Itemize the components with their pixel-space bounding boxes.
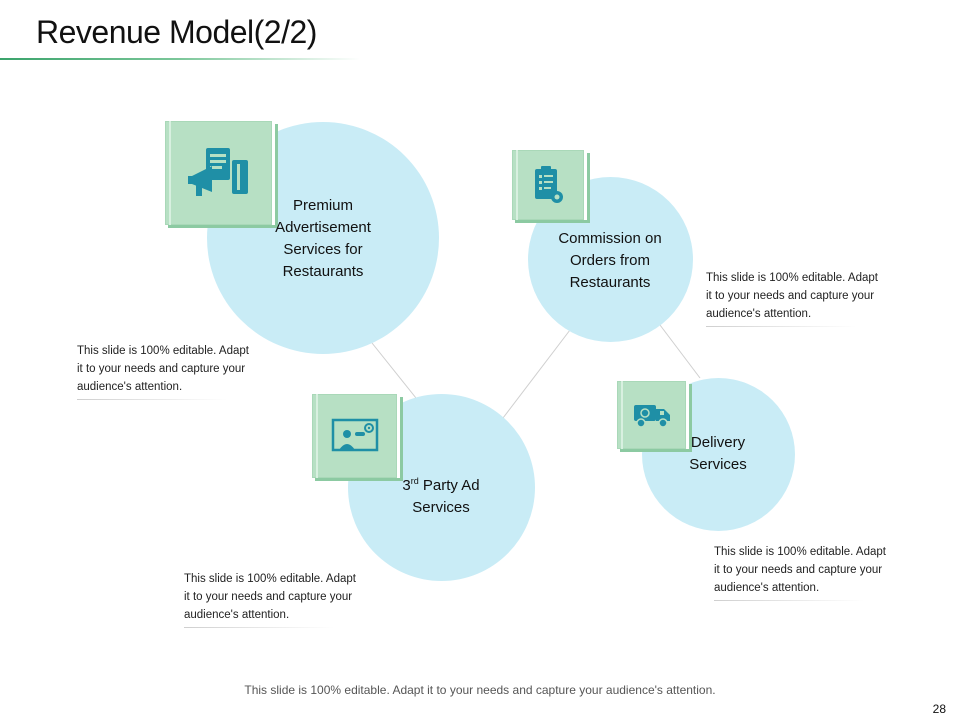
note-commission: This slide is 100% editable. Adapt it to… [706, 269, 891, 327]
note-line: audience's attention. [706, 308, 812, 320]
note-line: This slide is 100% editable. Adapt [714, 546, 886, 558]
connector-line-2 [502, 329, 571, 419]
label-line: Restaurants [282, 263, 364, 280]
icon-box-advertisement [165, 121, 275, 225]
advertisement-icon [187, 148, 248, 196]
label-delivery: Delivery Services [668, 432, 768, 476]
icon-box-commission [512, 150, 587, 220]
label-premium-advertisement: Premium Advertisement Services for Resta… [248, 195, 398, 283]
note-line: audience's attention. [184, 609, 290, 621]
label-line: Services for [283, 241, 363, 258]
note-line: This slide is 100% editable. Adapt [77, 345, 249, 357]
label-commission: Commission on Orders from Restaurants [540, 228, 680, 294]
label-superscript: rd [410, 476, 419, 486]
note-line: it to your needs and capture your [184, 591, 353, 603]
label-line: Services [689, 456, 747, 473]
note-line: This slide is 100% editable. Adapt [184, 573, 356, 585]
note-line: it to your needs and capture your [714, 564, 883, 576]
page-number: 28 [932, 702, 946, 716]
title-underline [0, 58, 360, 60]
label-number: 3 [402, 477, 411, 494]
note-line: it to your needs and capture your [706, 290, 875, 302]
label-line: Restaurants [569, 274, 651, 291]
label-line: Orders from [569, 252, 650, 269]
note-line: audience's attention. [714, 582, 820, 594]
connector-line-1 [371, 342, 417, 399]
label-line: Commission on [558, 230, 662, 247]
note-line: it to your needs and capture your [77, 363, 246, 375]
note-line: This slide is 100% editable. Adapt [706, 272, 878, 284]
note-delivery: This slide is 100% editable. Adapt it to… [714, 543, 899, 601]
label-text: Party Ad [418, 477, 480, 494]
label-third-party-ad: 3rd Party Ad Services [366, 470, 516, 519]
delivery-truck-icon [633, 405, 670, 428]
presentation-icon [331, 418, 378, 452]
icon-box-delivery [617, 381, 689, 449]
footer-note: This slide is 100% editable. Adapt it to… [244, 683, 716, 697]
label-line: Services [412, 499, 470, 516]
clipboard-checklist-icon [535, 166, 563, 203]
note-line: audience's attention. [77, 381, 183, 393]
label-line: Advertisement [275, 219, 371, 236]
label-line: Premium [292, 197, 353, 214]
label-line: Delivery [690, 434, 746, 451]
slide-title: Revenue Model(2/2) [36, 14, 317, 50]
icon-box-third-party-ad [312, 394, 400, 478]
label-line: 3rd Party Ad [366, 470, 516, 497]
note-premium-advertisement: This slide is 100% editable. Adapt it to… [77, 342, 262, 400]
note-third-party-ad: This slide is 100% editable. Adapt it to… [184, 570, 369, 628]
connector-line-3 [659, 324, 701, 379]
